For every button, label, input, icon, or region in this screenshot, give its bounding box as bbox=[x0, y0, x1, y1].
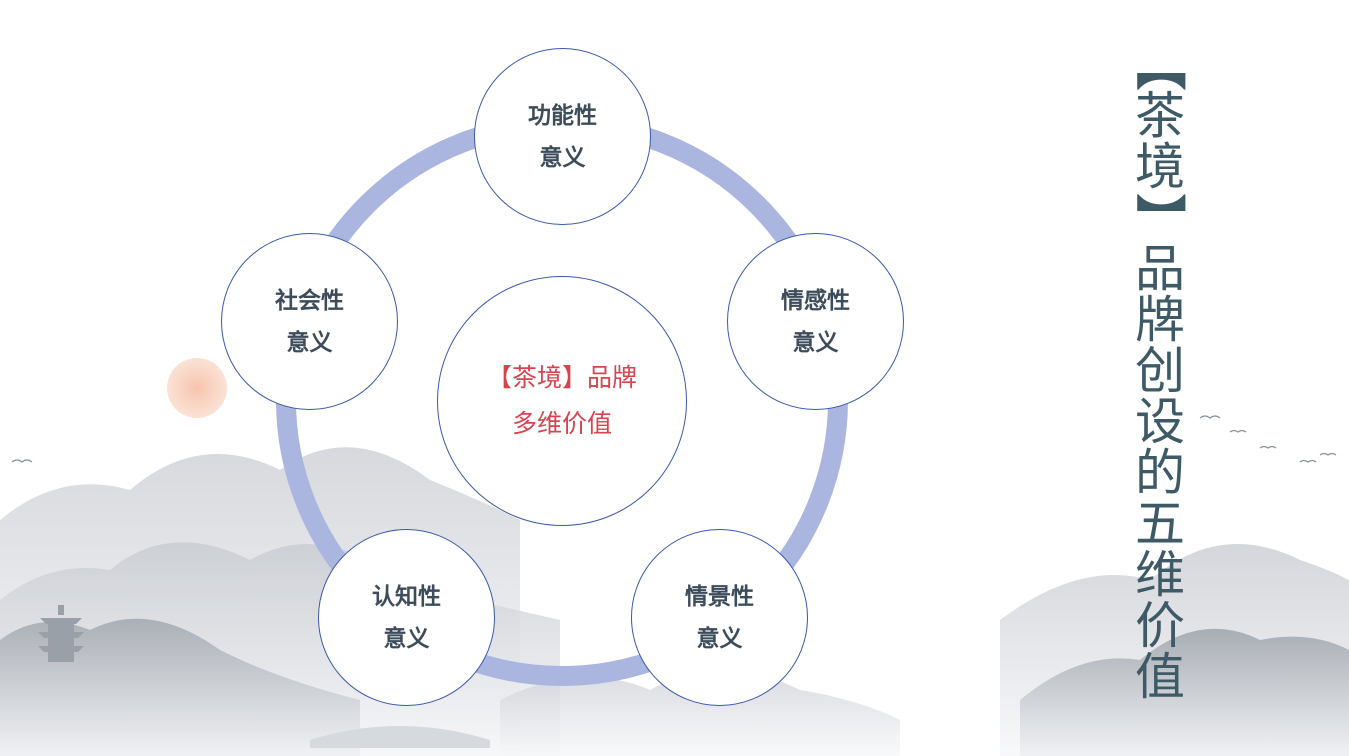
title-char: 牌 bbox=[1135, 291, 1185, 349]
bridge-icon bbox=[310, 726, 490, 748]
title-char: 五 bbox=[1135, 495, 1185, 553]
title-char: 创 bbox=[1135, 342, 1185, 400]
title-char: 品 bbox=[1135, 240, 1185, 298]
node-functional: 功能性 意义 bbox=[474, 48, 651, 225]
node-cognitive-title: 认知性 bbox=[372, 582, 441, 610]
node-emotional-title: 情感性 bbox=[781, 286, 850, 314]
title-brand-char: 茶 bbox=[1135, 87, 1185, 145]
node-situational-title: 情景性 bbox=[685, 582, 754, 610]
center-line2: 多维价值 bbox=[511, 409, 612, 438]
title-char: 值 bbox=[1135, 648, 1185, 706]
title-char: 的 bbox=[1135, 444, 1185, 502]
node-social: 社会性 意义 bbox=[221, 233, 398, 410]
node-functional-subtitle: 意义 bbox=[539, 143, 586, 171]
birds-icon bbox=[11, 415, 1337, 463]
center-circle: 【茶境】品牌 多维价值 bbox=[437, 276, 687, 526]
title-open-bracket: 【 bbox=[1130, 40, 1190, 91]
title-char: 维 bbox=[1135, 546, 1185, 604]
title-char: 设 bbox=[1135, 393, 1185, 451]
title-brand-char: 境 bbox=[1135, 138, 1185, 196]
node-social-title: 社会性 bbox=[275, 286, 344, 314]
sun-icon bbox=[167, 358, 227, 418]
vertical-title: 【 茶 境 】 品 牌 创 设 的 五 维 价 值 bbox=[1130, 40, 1190, 703]
node-cognitive-subtitle: 意义 bbox=[383, 624, 430, 652]
node-cognitive: 认知性 意义 bbox=[318, 529, 495, 706]
center-line1: 【茶境】品牌 bbox=[486, 363, 637, 392]
node-situational-subtitle: 意义 bbox=[696, 624, 743, 652]
title-char: 价 bbox=[1135, 597, 1185, 655]
node-emotional: 情感性 意义 bbox=[727, 233, 904, 410]
title-close-bracket: 】 bbox=[1130, 193, 1190, 244]
node-situational: 情景性 意义 bbox=[631, 529, 808, 706]
node-functional-title: 功能性 bbox=[528, 101, 597, 129]
node-emotional-subtitle: 意义 bbox=[792, 328, 839, 356]
node-social-subtitle: 意义 bbox=[286, 328, 333, 356]
pagoda-icon bbox=[38, 605, 84, 662]
